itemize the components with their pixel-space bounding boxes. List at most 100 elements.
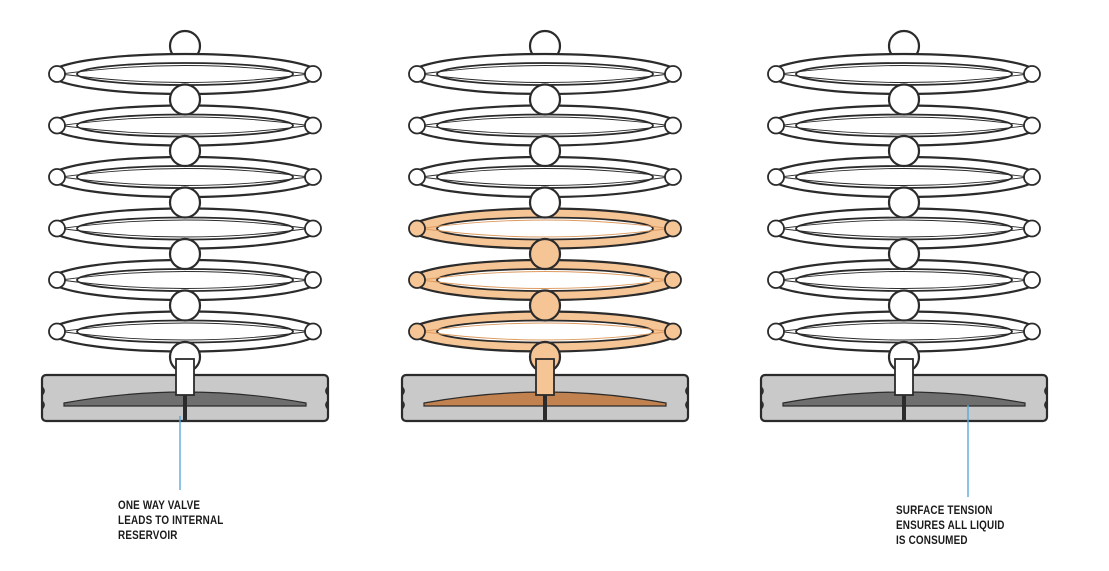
ring-end-knob	[48, 219, 66, 238]
ring-end-knob	[304, 65, 322, 83]
ring-channel-top	[779, 116, 1029, 126]
ring-channel-bottom	[420, 228, 670, 238]
ring-channel-top	[420, 219, 670, 229]
ring-inner-opening	[795, 113, 1013, 138]
ring-end-knob	[767, 219, 785, 238]
callout-right-line-2: ENSURES ALL LIQUID	[896, 520, 1005, 532]
callout-left-line-2: LEADS TO INTERNAL	[118, 515, 224, 527]
ring-channel-bottom	[60, 228, 310, 238]
ring-channel-top	[779, 271, 1029, 281]
ring-inner-opening	[76, 113, 294, 138]
ring-inner-opening	[436, 165, 654, 189]
ring-channel-top	[60, 116, 310, 126]
base-notch	[685, 386, 689, 410]
ring-end-knob	[1023, 219, 1041, 238]
ring-channel-bottom	[779, 228, 1029, 238]
ring-end-knob	[1023, 116, 1041, 135]
callout-label-surface-tension: SURFACE TENSION ENSURES ALL LIQUID IS CO…	[896, 504, 1005, 549]
connector-knob	[168, 289, 202, 322]
ring-channel-bottom	[779, 331, 1029, 341]
connector-knob	[887, 289, 921, 322]
connector-knob	[887, 237, 921, 271]
ring-inner-opening	[436, 268, 654, 292]
connector-knob	[887, 134, 921, 168]
ring-channel-top	[60, 168, 310, 178]
ring-end-knob	[304, 168, 322, 186]
ring-channel-top	[60, 271, 310, 281]
ring-channel-bottom	[779, 73, 1029, 83]
ring-end-knob	[408, 219, 426, 238]
ring-channel-top	[420, 168, 670, 178]
ring-channel-top	[60, 322, 310, 332]
ring-channel-bottom	[60, 279, 310, 289]
ring-end-knob	[767, 168, 785, 186]
stack-consumed	[759, 29, 1049, 423]
ring-channel-top	[420, 65, 670, 75]
ring-inner-opening	[436, 319, 654, 344]
ring-inner-opening	[76, 165, 294, 189]
ring-channel-bottom	[60, 125, 310, 135]
ring-end-knob	[304, 322, 322, 341]
connector-knob	[528, 83, 562, 116]
one-way-valve	[535, 358, 555, 396]
ring-end-knob	[664, 168, 682, 186]
ring-channel-top	[779, 322, 1029, 332]
connector-knob	[528, 237, 562, 271]
ring-channel-top	[779, 168, 1029, 178]
ring-end-knob	[48, 271, 66, 289]
connector-knob	[528, 289, 562, 322]
ring-end-knob	[48, 65, 66, 83]
ring-channel-bottom	[60, 331, 310, 341]
connector-knob	[887, 83, 921, 116]
ring-channel-top	[420, 322, 670, 332]
connector-knob	[168, 237, 202, 271]
ring-channel-bottom	[60, 73, 310, 83]
ring-inner-opening	[436, 216, 654, 241]
ring-inner-opening	[795, 216, 1013, 241]
ring-channel-top	[420, 116, 670, 126]
ring-inner-opening	[76, 62, 294, 86]
ring-inner-opening	[76, 319, 294, 344]
ring-inner-opening	[436, 113, 654, 138]
ring-end-knob	[1023, 322, 1041, 341]
ring-end-knob	[767, 116, 785, 135]
connector-knob	[528, 134, 562, 168]
ring-end-knob	[48, 116, 66, 135]
ring-end-knob	[767, 65, 785, 83]
ring-end-knob	[1023, 65, 1041, 83]
connector-knob	[168, 83, 202, 116]
ring-end-knob	[664, 65, 682, 83]
base-notch	[760, 386, 764, 410]
ring-inner-opening	[795, 319, 1013, 344]
ring-end-knob	[48, 168, 66, 186]
ring-channel-bottom	[420, 73, 670, 83]
ring-channel-bottom	[779, 125, 1029, 135]
ring-channel-bottom	[420, 125, 670, 135]
ring-channel-bottom	[420, 279, 670, 289]
ring-end-knob	[664, 322, 682, 341]
callout-right-line-1: SURFACE TENSION	[896, 505, 993, 517]
ring-channel-top	[60, 219, 310, 229]
callout-label-one-way-valve: ONE WAY VALVE LEADS TO INTERNAL RESERVOI…	[118, 499, 223, 544]
base-notch	[1044, 386, 1048, 410]
ring-end-knob	[408, 168, 426, 186]
connector-knob	[887, 186, 921, 219]
ring-end-knob	[304, 219, 322, 238]
ring-end-knob	[304, 116, 322, 135]
base-notch	[325, 386, 329, 410]
base-notch	[41, 386, 45, 410]
ring-inner-opening	[76, 268, 294, 292]
ring-channel-top	[779, 65, 1029, 75]
ring-channel-top	[60, 65, 310, 75]
ring-inner-opening	[436, 62, 654, 86]
connector-knob	[528, 186, 562, 219]
ring-end-knob	[1023, 168, 1041, 186]
ring-channel-bottom	[779, 279, 1029, 289]
ring-end-knob	[408, 271, 426, 289]
stack-empty	[40, 29, 330, 423]
base-notch	[401, 386, 405, 410]
ring-inner-opening	[795, 62, 1013, 86]
ring-channel-bottom	[420, 176, 670, 186]
connector-knob	[168, 134, 202, 168]
